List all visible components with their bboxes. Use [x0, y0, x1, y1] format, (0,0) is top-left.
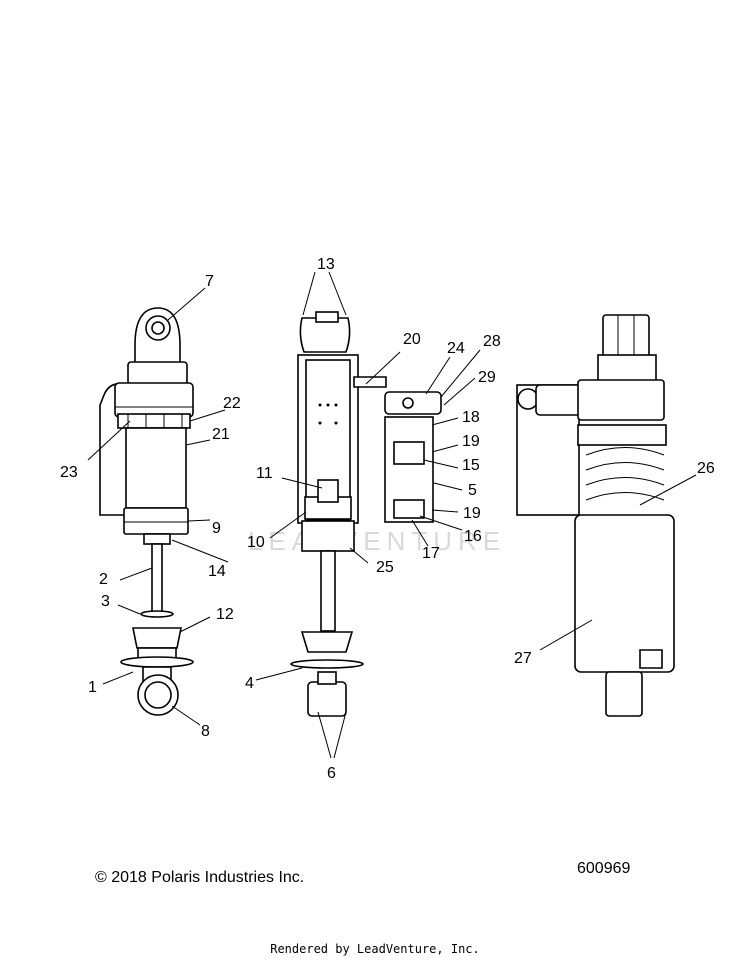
callout-8: 8	[201, 723, 210, 740]
callout-28: 28	[483, 333, 501, 350]
callout-25: 25	[376, 559, 394, 576]
callout-17: 17	[422, 545, 440, 562]
callout-15: 15	[462, 457, 480, 474]
callout-18: 18	[462, 409, 480, 426]
callout-22: 22	[223, 395, 241, 412]
callout-19-lower: 19	[463, 505, 481, 522]
callout-1: 1	[88, 679, 97, 696]
callout-labels: 7 22 23 21 9 14 2 3 12 1 8 13 20 24 28 2…	[60, 256, 715, 782]
callout-26: 26	[697, 460, 715, 477]
callout-2: 2	[99, 571, 108, 588]
callout-12: 12	[216, 606, 234, 623]
leader-lines	[87, 271, 697, 759]
copyright-text: © 2018 Polaris Industries Inc.	[95, 869, 305, 886]
diagram-id: 600969	[577, 860, 631, 877]
callout-5: 5	[468, 482, 477, 499]
callout-7: 7	[205, 273, 214, 290]
callout-16: 16	[464, 528, 482, 545]
callout-6: 6	[327, 765, 336, 782]
right-shock-assembly	[516, 314, 675, 717]
callout-13: 13	[317, 256, 335, 273]
callout-21: 21	[212, 426, 230, 443]
callout-11: 11	[256, 465, 273, 482]
callout-23: 23	[60, 464, 78, 481]
cutaway-shock-assembly	[290, 311, 442, 717]
callout-27: 27	[514, 650, 532, 667]
callout-19-upper: 19	[462, 433, 480, 450]
callout-14: 14	[208, 563, 226, 580]
callout-20: 20	[403, 331, 421, 348]
callout-29: 29	[478, 369, 496, 386]
watermark: LEADVENTURE	[248, 526, 506, 556]
rendered-by-text: Rendered by LeadVenture, Inc.	[270, 942, 480, 956]
callout-10: 10	[247, 534, 265, 551]
callout-9: 9	[212, 520, 221, 537]
callout-4: 4	[245, 675, 254, 692]
callout-3: 3	[101, 593, 110, 610]
callout-24: 24	[447, 340, 465, 357]
left-shock-assembly	[99, 307, 194, 716]
